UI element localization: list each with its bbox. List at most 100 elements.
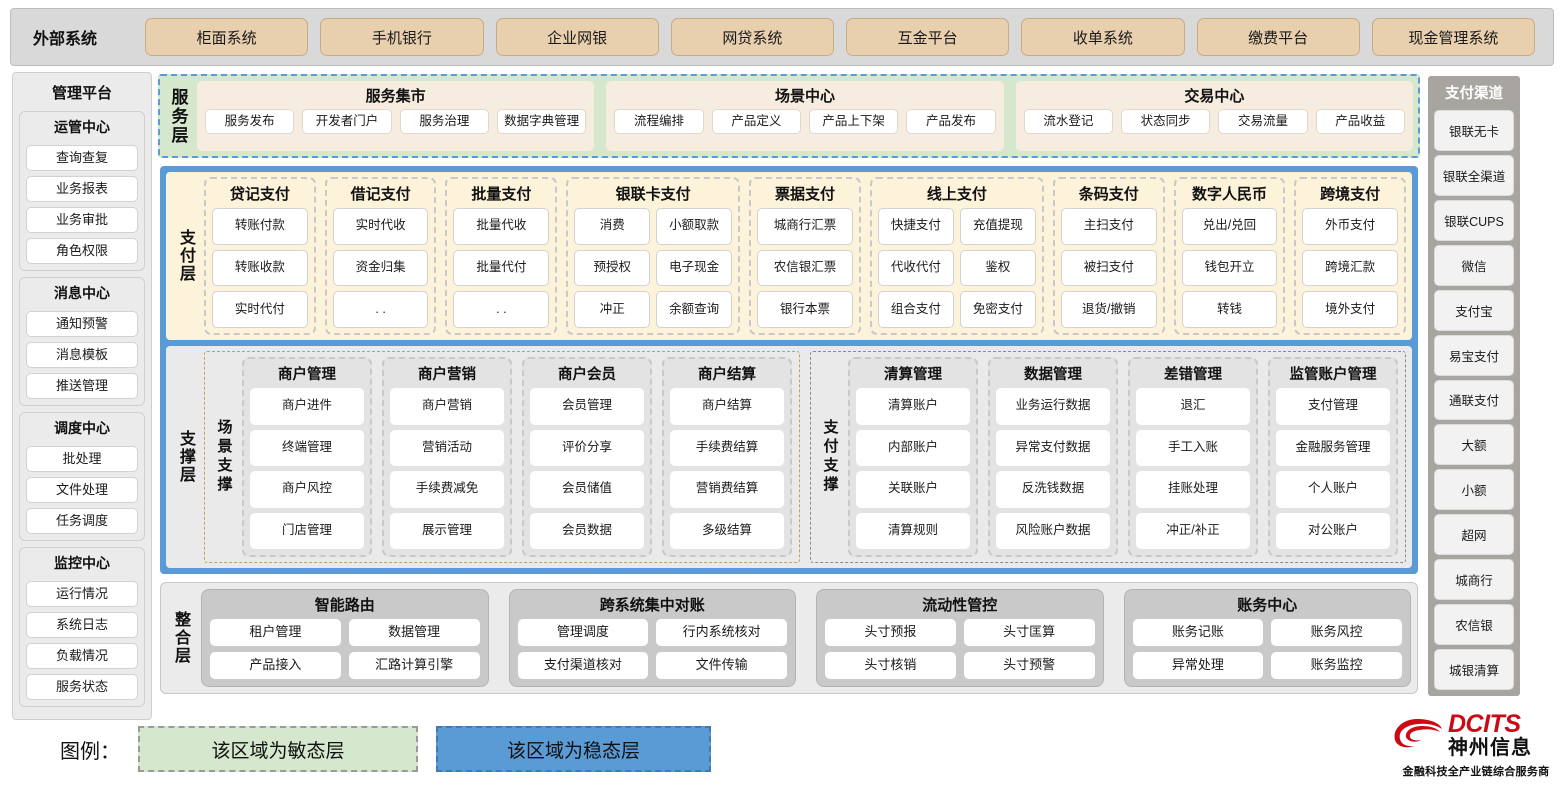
integration-item[interactable]: 支付渠道核对 bbox=[517, 652, 649, 679]
support-item[interactable]: 业务运行数据 bbox=[996, 388, 1110, 425]
management-item[interactable]: 推送管理 bbox=[26, 373, 138, 399]
management-item[interactable]: 通知预警 bbox=[26, 311, 138, 337]
support-item[interactable]: 风险账户数据 bbox=[996, 512, 1110, 549]
management-item[interactable]: 任务调度 bbox=[26, 508, 138, 534]
payment-item[interactable]: 余额查询 bbox=[656, 291, 733, 329]
management-item[interactable]: 服务状态 bbox=[26, 674, 138, 700]
support-item[interactable]: 营销费结算 bbox=[670, 471, 784, 508]
payment-channel-item[interactable]: 小额 bbox=[1434, 469, 1514, 511]
payment-item[interactable]: 快捷支付 bbox=[877, 208, 954, 245]
management-item[interactable]: 批处理 bbox=[26, 446, 138, 472]
integration-item[interactable]: 汇路计算引擎 bbox=[348, 652, 480, 679]
payment-item[interactable]: 充值提现 bbox=[959, 208, 1036, 245]
service-item[interactable]: 流程编排 bbox=[614, 109, 704, 134]
payment-item[interactable]: 主扫支付 bbox=[1060, 208, 1157, 245]
payment-item[interactable]: 退货/撤销 bbox=[1060, 291, 1157, 329]
integration-item[interactable]: 异常处理 bbox=[1132, 652, 1264, 679]
management-item[interactable]: 负载情况 bbox=[26, 643, 138, 669]
support-item[interactable]: 手续费减免 bbox=[390, 471, 504, 508]
payment-item[interactable]: 资金归集 bbox=[332, 249, 429, 287]
payment-item[interactable]: 预授权 bbox=[574, 249, 651, 287]
support-item[interactable]: 金融服务管理 bbox=[1276, 429, 1390, 466]
payment-channel-item[interactable]: 银联全渠道 bbox=[1434, 154, 1514, 196]
support-item[interactable]: 冲正/补正 bbox=[1136, 512, 1250, 549]
payment-item[interactable]: 银行本票 bbox=[757, 291, 853, 329]
service-item[interactable]: 交易流量 bbox=[1218, 109, 1308, 134]
payment-item[interactable]: 钱包开立 bbox=[1181, 249, 1278, 287]
payment-item[interactable]: . . bbox=[453, 291, 550, 329]
support-item[interactable]: 清算规则 bbox=[856, 512, 970, 549]
external-system-chip[interactable]: 企业网银 bbox=[495, 18, 659, 56]
service-item[interactable]: 数据字典管理 bbox=[496, 109, 587, 134]
payment-item[interactable]: 转钱 bbox=[1181, 291, 1278, 329]
support-item[interactable]: 营销活动 bbox=[390, 429, 504, 466]
payment-channel-item[interactable]: 城银清算 bbox=[1434, 649, 1514, 690]
payment-item[interactable]: 代收代付 bbox=[877, 249, 954, 287]
integration-item[interactable]: 账务记账 bbox=[1132, 619, 1264, 646]
service-item[interactable]: 产品上下架 bbox=[808, 109, 899, 134]
payment-channel-item[interactable]: 银联无卡 bbox=[1434, 110, 1514, 151]
integration-item[interactable]: 租户管理 bbox=[210, 619, 341, 646]
management-item[interactable]: 查询查复 bbox=[26, 145, 138, 171]
support-item[interactable]: 挂账处理 bbox=[1136, 471, 1250, 508]
payment-item[interactable]: 农信银汇票 bbox=[757, 249, 853, 287]
support-item[interactable]: 支付管理 bbox=[1276, 388, 1390, 425]
support-item[interactable]: 展示管理 bbox=[390, 512, 504, 549]
integration-item[interactable]: 头寸匡算 bbox=[963, 619, 1095, 646]
management-item[interactable]: 业务报表 bbox=[26, 176, 138, 202]
support-item[interactable]: 多级结算 bbox=[670, 512, 784, 549]
support-item[interactable]: 对公账户 bbox=[1276, 512, 1390, 549]
payment-channel-item[interactable]: 农信银 bbox=[1434, 604, 1514, 646]
payment-channel-item[interactable]: 大额 bbox=[1434, 424, 1514, 466]
payment-item[interactable]: 外币支付 bbox=[1302, 208, 1399, 245]
management-item[interactable]: 业务审批 bbox=[26, 207, 138, 233]
support-item[interactable]: 清算账户 bbox=[856, 388, 970, 425]
external-system-chip[interactable]: 收单系统 bbox=[1021, 18, 1185, 56]
integration-item[interactable]: 管理调度 bbox=[517, 619, 649, 646]
support-item[interactable]: 商户营销 bbox=[390, 388, 504, 425]
service-item[interactable]: 服务发布 bbox=[205, 109, 295, 134]
payment-item[interactable]: 实时代收 bbox=[332, 208, 429, 245]
external-system-chip[interactable]: 缴费平台 bbox=[1196, 18, 1360, 56]
payment-item[interactable]: 批量代付 bbox=[453, 249, 550, 287]
integration-item[interactable]: 账务监控 bbox=[1271, 652, 1402, 679]
payment-item[interactable]: 境外支付 bbox=[1302, 291, 1399, 329]
management-item[interactable]: 系统日志 bbox=[26, 612, 138, 638]
external-system-chip[interactable]: 现金管理系统 bbox=[1371, 18, 1535, 56]
payment-item[interactable]: 电子现金 bbox=[656, 249, 733, 287]
payment-channel-item[interactable]: 银联CUPS bbox=[1434, 199, 1514, 241]
payment-item[interactable]: 兑出/兑回 bbox=[1181, 208, 1278, 245]
payment-channel-item[interactable]: 易宝支付 bbox=[1434, 334, 1514, 376]
payment-item[interactable]: 转账付款 bbox=[212, 208, 308, 245]
payment-item[interactable]: 被扫支付 bbox=[1060, 249, 1157, 287]
support-item[interactable]: 反洗钱数据 bbox=[996, 471, 1110, 508]
payment-item[interactable]: 转账收款 bbox=[212, 249, 308, 287]
external-system-chip[interactable]: 手机银行 bbox=[320, 18, 484, 56]
payment-channel-item[interactable]: 超网 bbox=[1434, 514, 1514, 556]
service-item[interactable]: 产品发布 bbox=[906, 109, 996, 134]
external-system-chip[interactable]: 网贷系统 bbox=[670, 18, 834, 56]
support-item[interactable]: 退汇 bbox=[1136, 388, 1250, 425]
integration-item[interactable]: 数据管理 bbox=[348, 619, 480, 646]
external-system-chip[interactable]: 互金平台 bbox=[846, 18, 1010, 56]
support-item[interactable]: 商户进件 bbox=[250, 388, 364, 425]
payment-channel-item[interactable]: 支付宝 bbox=[1434, 289, 1514, 331]
support-item[interactable]: 会员管理 bbox=[530, 388, 644, 425]
support-item[interactable]: 商户结算 bbox=[670, 388, 784, 425]
payment-item[interactable]: 实时代付 bbox=[212, 291, 308, 329]
payment-item[interactable]: 小额取款 bbox=[656, 208, 733, 245]
management-item[interactable]: 运行情况 bbox=[26, 581, 138, 607]
service-item[interactable]: 产品定义 bbox=[711, 109, 801, 134]
integration-item[interactable]: 产品接入 bbox=[210, 652, 341, 679]
service-item[interactable]: 开发者门户 bbox=[302, 109, 392, 134]
support-item[interactable]: 内部账户 bbox=[856, 429, 970, 466]
payment-channel-item[interactable]: 通联支付 bbox=[1434, 379, 1514, 421]
external-system-chip[interactable]: 柜面系统 bbox=[145, 18, 309, 56]
support-item[interactable]: 评价分享 bbox=[530, 429, 644, 466]
integration-item[interactable]: 头寸核销 bbox=[825, 652, 956, 679]
integration-item[interactable]: 账务风控 bbox=[1271, 619, 1402, 646]
integration-item[interactable]: 头寸预报 bbox=[825, 619, 956, 646]
integration-item[interactable]: 文件传输 bbox=[656, 652, 787, 679]
service-item[interactable]: 流水登记 bbox=[1023, 109, 1113, 134]
management-item[interactable]: 消息模板 bbox=[26, 342, 138, 368]
